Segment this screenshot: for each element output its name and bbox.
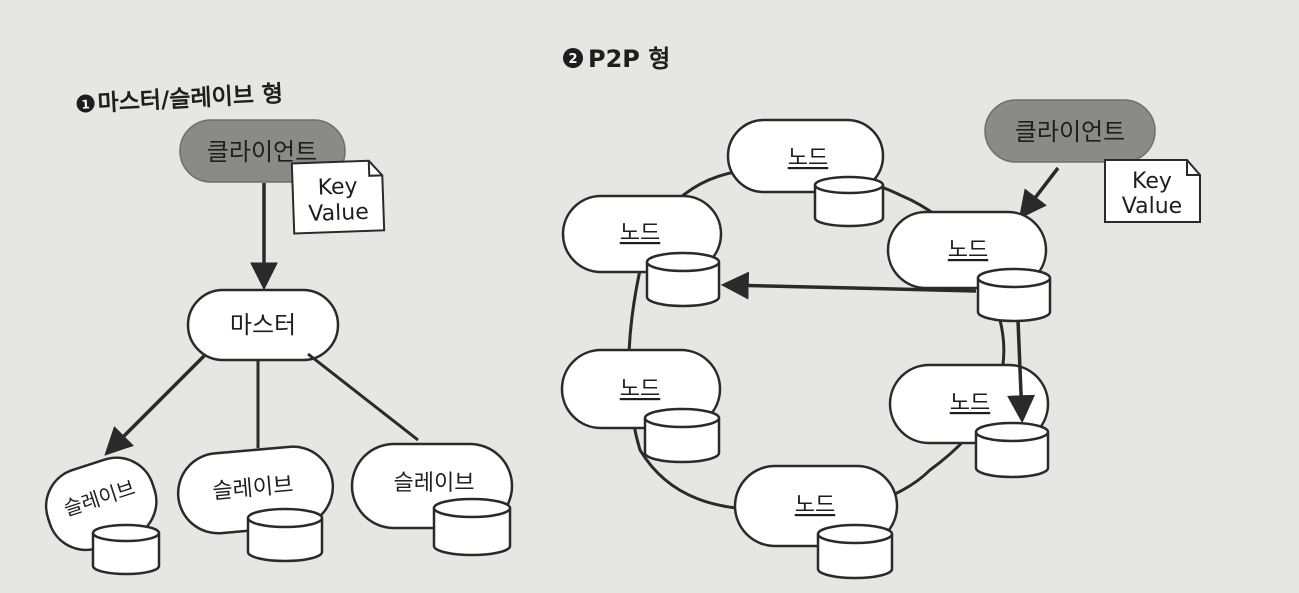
client-label: 클라이언트	[207, 138, 317, 166]
node-right-lower: 노드	[888, 363, 1050, 479]
replication-arrow-left	[720, 271, 977, 300]
database-icon	[645, 251, 721, 308]
section-number: 1	[81, 97, 90, 111]
node-label: 노드	[620, 377, 660, 402]
database-icon	[974, 421, 1050, 479]
client-box	[984, 99, 1156, 163]
node-label: 노드	[788, 146, 828, 171]
master-label: 마스터	[230, 311, 296, 339]
master-slave-diagram: 1 마스터/슬레이브 형 클라이언트 Key Value 마스터 슬레이브	[44, 81, 514, 576]
master-to-slave-3-line	[307, 352, 419, 442]
section-number: 2	[568, 52, 577, 67]
client-to-node-arrow	[1018, 166, 1060, 220]
node-top: 노드	[726, 118, 885, 228]
key-value-note: Key Value	[290, 159, 386, 235]
database-icon	[643, 407, 721, 464]
master-node	[186, 288, 340, 362]
node-label: 노드	[948, 238, 988, 263]
section-number-badge	[563, 48, 583, 68]
database-icon	[91, 523, 161, 576]
master-to-slave-1-arrow	[104, 353, 207, 456]
node-label: 노드	[950, 391, 990, 416]
database-icon	[813, 175, 885, 228]
section-title: P2P 형	[588, 45, 670, 73]
slave-node-3: 슬레이브	[350, 442, 514, 557]
slave-label-3: 슬레이브	[394, 471, 475, 496]
section-number-badge	[76, 94, 95, 113]
node-label: 노드	[620, 221, 660, 246]
database-icon	[432, 497, 512, 557]
database-icon	[816, 523, 894, 580]
node-left-lower: 노드	[560, 348, 722, 464]
section-title: 마스터/슬레이브 형	[97, 81, 284, 117]
p2p-diagram: 2 P2P 형 클라이언트 Key Value 노드	[560, 45, 1201, 580]
slave-node-1: 슬레이브	[44, 456, 161, 576]
key-label: Key	[1132, 169, 1172, 194]
node-bottom: 노드	[733, 464, 899, 580]
database-icon	[246, 507, 324, 563]
key-value-note: Key Value	[1104, 159, 1201, 223]
node-left-upper: 노드	[561, 194, 723, 308]
replication-arrow-down	[1007, 319, 1036, 424]
title-master-slave: 1 마스터/슬레이브 형	[76, 81, 284, 117]
node-right-upper: 노드	[886, 210, 1052, 323]
node-label: 노드	[795, 493, 835, 518]
database-icon	[976, 267, 1052, 323]
value-label: Value	[308, 200, 369, 227]
value-label: Value	[1122, 194, 1182, 219]
title-p2p: 2 P2P 형	[563, 45, 670, 73]
key-label: Key	[317, 174, 358, 200]
client-label: 클라이언트	[1015, 118, 1125, 146]
slave-node-2: 슬레이브	[176, 445, 335, 563]
